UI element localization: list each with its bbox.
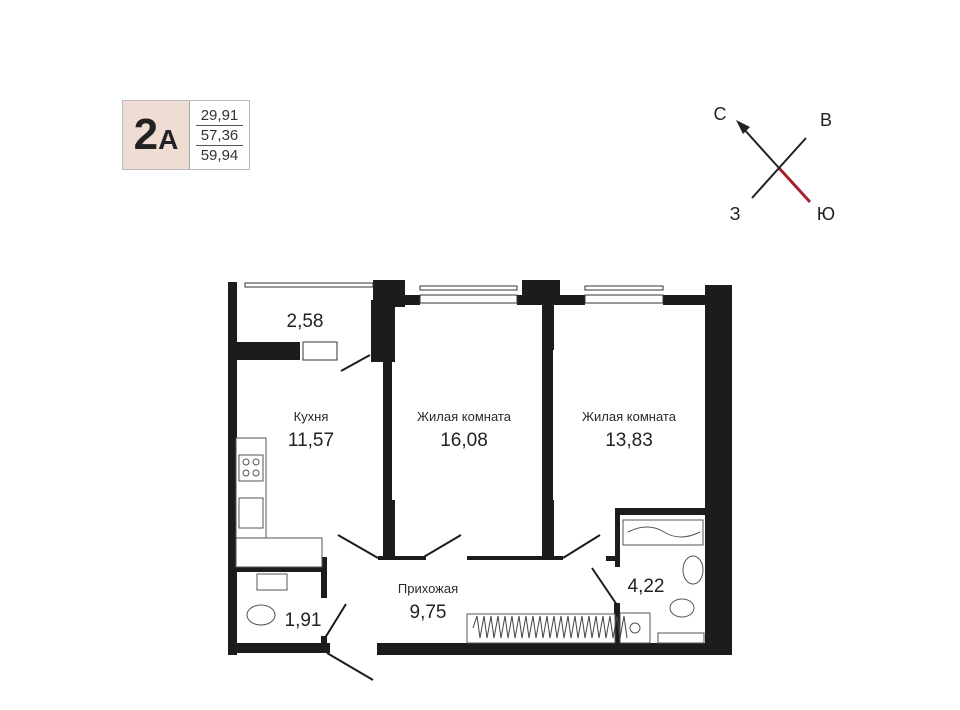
compass-south-label: Ю <box>817 204 835 224</box>
room-labels: 2,58 Кухня 11,57 Жилая комната 16,08 Жил… <box>285 311 677 631</box>
bathroom-sink-icon <box>682 555 704 585</box>
entrance-door-swing <box>326 652 374 681</box>
wc-area: 1,91 <box>285 610 322 631</box>
window <box>419 294 518 304</box>
compass-north-label: С <box>714 104 727 124</box>
living-area: 29,91 <box>196 106 243 126</box>
living-room-2-area: 13,83 <box>605 430 653 451</box>
wc-door-swing <box>324 603 347 639</box>
walls <box>228 280 732 655</box>
bathroom-area: 4,22 <box>628 576 665 597</box>
room1-door-swing <box>421 534 462 559</box>
bathroom-door-swing <box>591 567 618 606</box>
kitchen-door-swing <box>337 534 379 559</box>
stove-icon <box>238 454 264 482</box>
total-area: 57,36 <box>196 126 243 146</box>
balcony-area: 2,58 <box>287 311 324 332</box>
kitchen-name: Кухня <box>294 409 329 424</box>
apartment-type-number: 2 <box>133 110 159 159</box>
apartment-areas: 29,91 57,36 59,94 <box>190 101 249 169</box>
room2-door-swing <box>562 534 601 559</box>
apartment-type-badge: 2 А 29,91 57,36 59,94 <box>122 100 250 170</box>
kitchen-area: 11,57 <box>288 430 334 451</box>
living-room-1-area: 16,08 <box>440 430 488 451</box>
hallway-name: Прихожая <box>398 581 458 596</box>
balcony-door <box>302 341 338 361</box>
window <box>584 285 664 291</box>
compass-south-line <box>777 166 812 204</box>
compass-ew-line <box>751 137 807 199</box>
kitchen-sink-icon <box>238 497 264 529</box>
apartment-type-letter: А <box>158 124 179 155</box>
window <box>584 294 664 304</box>
doors <box>324 354 618 681</box>
balcony-door-swing <box>340 354 371 372</box>
compass: С В З Ю <box>714 104 836 224</box>
bathroom-cabinet <box>657 632 705 644</box>
window <box>419 285 518 291</box>
compass-east-label: В <box>820 110 832 130</box>
bathtub-icon <box>622 519 704 546</box>
kitchen-counter <box>235 537 323 568</box>
balcony-window <box>244 282 374 288</box>
wc-toilet-icon <box>246 604 276 626</box>
compass-north-line <box>741 126 780 169</box>
compass-arrow-icon <box>736 120 750 134</box>
compass-west-label: З <box>730 204 741 224</box>
wc-cabinet <box>256 573 288 591</box>
living-room-1-name: Жилая комната <box>417 409 512 424</box>
bathroom-toilet-icon <box>669 598 695 618</box>
total-area-with-balcony: 59,94 <box>200 146 239 164</box>
windows <box>244 282 664 361</box>
hallway-area: 9,75 <box>410 602 447 623</box>
living-room-2-name: Жилая комната <box>582 409 677 424</box>
apartment-type: 2 А <box>123 101 190 169</box>
fixtures <box>235 437 705 644</box>
